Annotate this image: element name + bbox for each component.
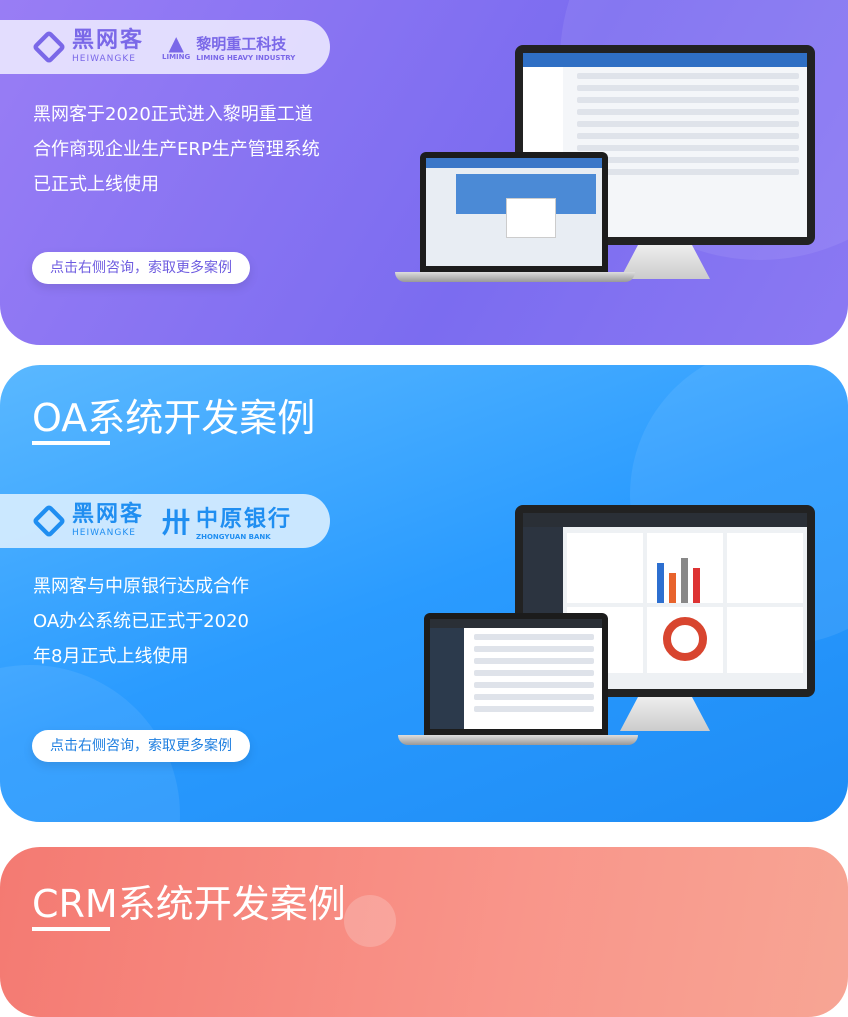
partner-name: 中原银行 [196, 507, 293, 532]
laptop-screenshot [420, 152, 608, 272]
brand-name-en: HEIWANGKE [72, 528, 136, 538]
crm-case-card: CRM系统开发案例 [0, 847, 848, 1017]
brand-name: 黑网客 [72, 502, 145, 527]
partner-name-en: LIMING HEAVY INDUSTRY [196, 53, 296, 62]
section-title: OA系统开发案例 [32, 396, 316, 440]
heiwangke-logo-icon [31, 29, 67, 65]
liming-logo-icon: ▲ [168, 31, 184, 55]
desc-line: 已正式上线使用 [33, 174, 159, 195]
desc-line: 合作商现企业生产ERP生产管理系统 [33, 139, 320, 160]
title-underline [32, 927, 110, 931]
partner-name: 黎明重工科技 [196, 34, 287, 53]
desc-line: 黑网客与中原银行达成合作 [33, 576, 249, 597]
zhongyuan-bank-logo-icon: 卅 [162, 506, 191, 539]
brand-name-en: HEIWANGKE [72, 54, 136, 64]
heiwangke-logo-icon [31, 503, 67, 539]
section-title: CRM系统开发案例 [32, 882, 346, 926]
monitor-screenshot [515, 45, 815, 245]
erp-description: 黑网客于2020正式进入黎明重工道 合作商现企业生产ERP生产管理系统 已正式上… [33, 97, 320, 202]
desc-line: OA办公系统已正式于2020 [33, 611, 249, 632]
partner-mark: LIMING [162, 53, 191, 61]
desc-line: 年8月正式上线使用 [33, 646, 189, 667]
title-underline [32, 441, 110, 445]
consult-button[interactable]: 点击右侧咨询，索取更多案例 [32, 252, 250, 284]
desc-line: 黑网客于2020正式进入黎明重工道 [33, 104, 313, 125]
laptop-screenshot [424, 613, 608, 735]
partner-name-en: ZHONGYUAN BANK [196, 533, 271, 541]
brand-name: 黑网客 [72, 28, 145, 53]
oa-description: 黑网客与中原银行达成合作 OA办公系统已正式于2020 年8月正式上线使用 [33, 569, 249, 674]
consult-button[interactable]: 点击右侧咨询，索取更多案例 [32, 730, 250, 762]
